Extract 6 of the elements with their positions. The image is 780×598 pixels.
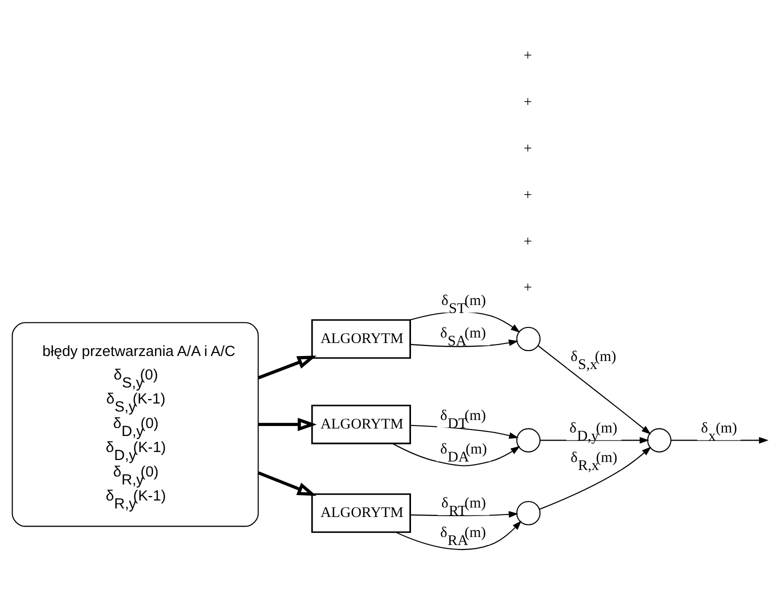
label: + — [524, 48, 532, 64]
label: + — [524, 187, 532, 204]
label: + — [524, 94, 532, 110]
label: + — [524, 140, 532, 157]
label: + — [524, 280, 532, 296]
label: + — [524, 234, 532, 250]
